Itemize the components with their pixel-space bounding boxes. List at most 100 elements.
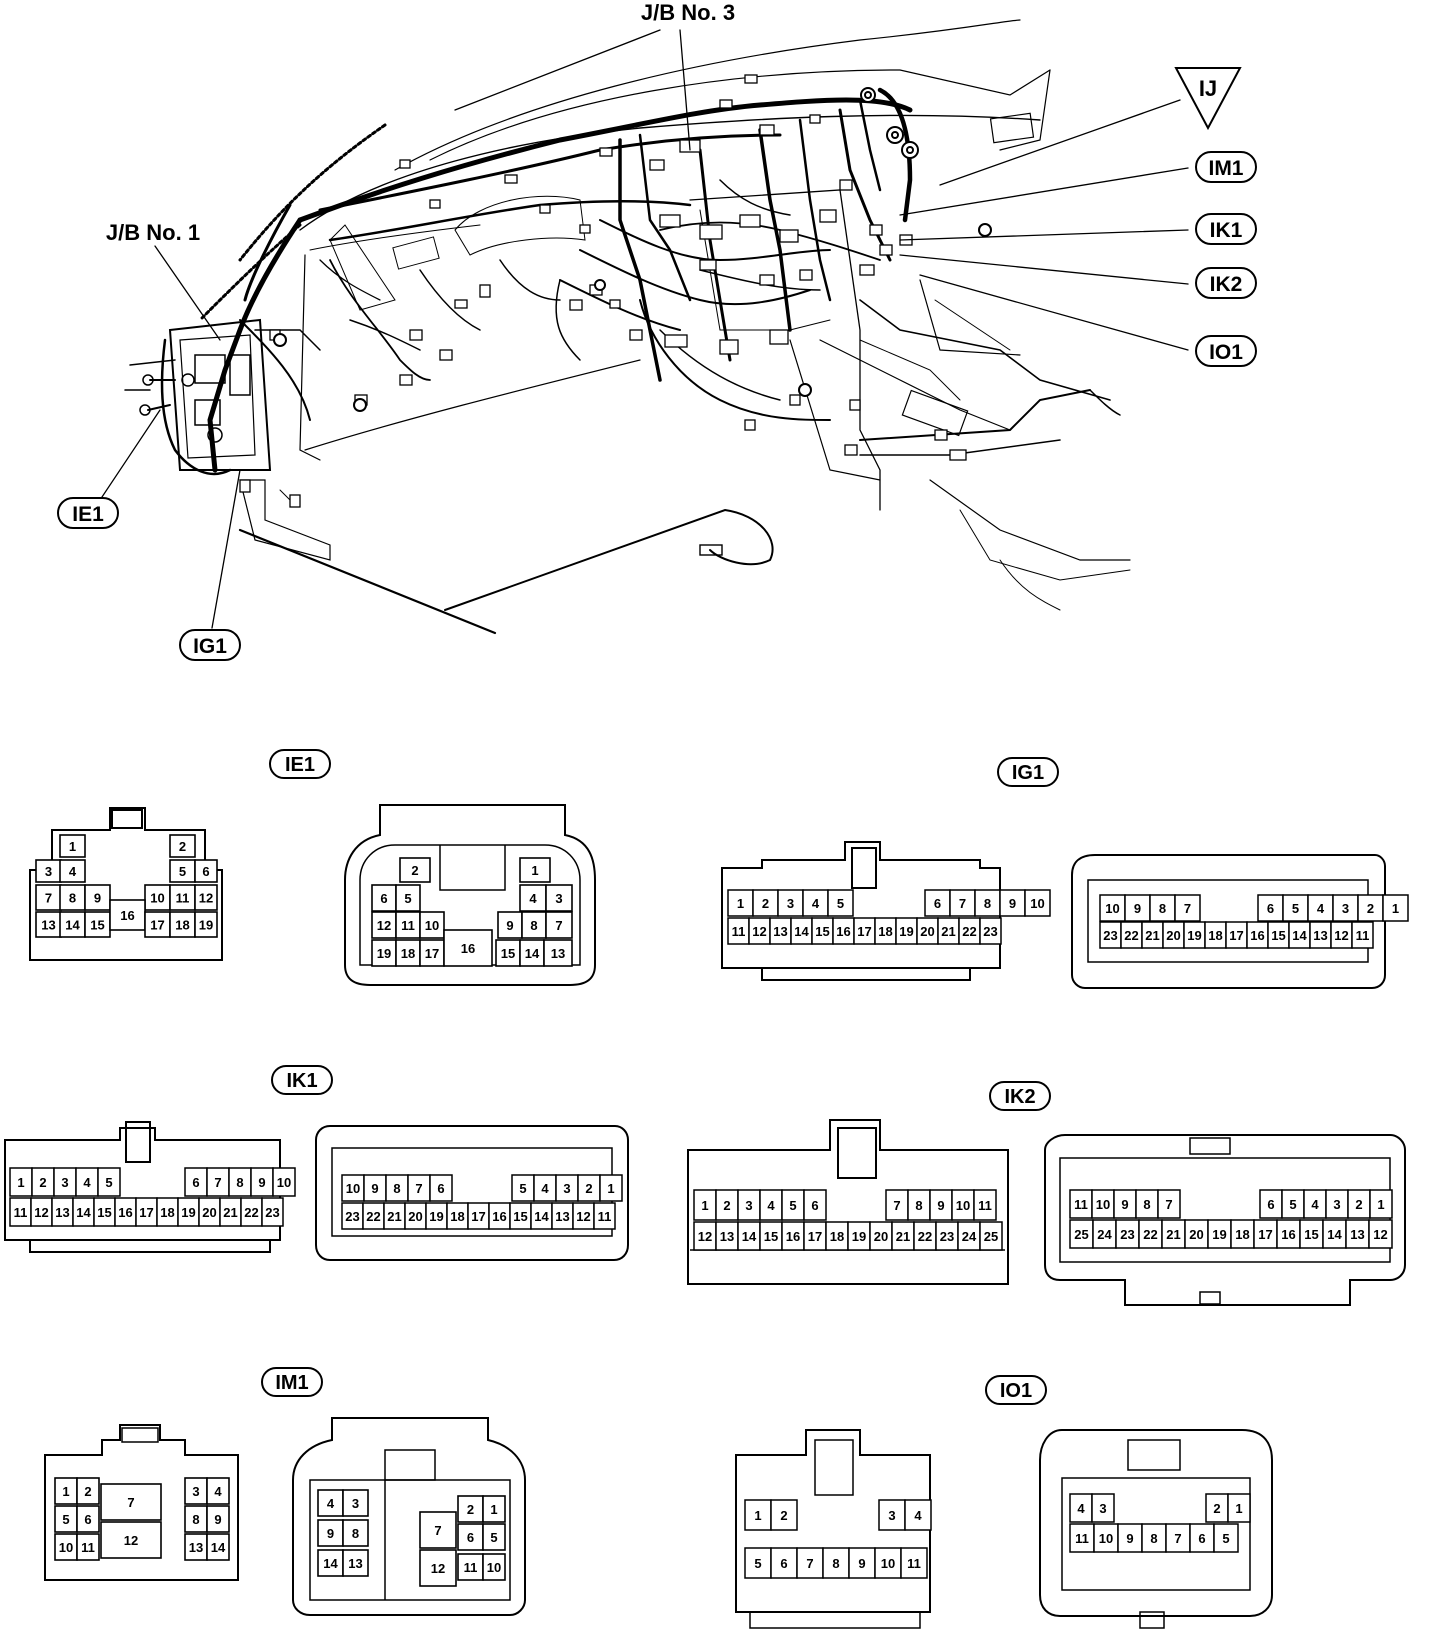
im1-left.pins-pin-11: 11	[76, 1533, 100, 1561]
svg-text:14: 14	[1327, 1227, 1342, 1242]
svg-text:19: 19	[1212, 1227, 1226, 1242]
io1-right-pin-9: 9	[1117, 1523, 1143, 1553]
svg-text:10: 10	[425, 918, 439, 933]
ik2-right-pin-25: 25	[1069, 1219, 1094, 1249]
svg-text:10: 10	[1105, 901, 1119, 916]
ig1-right-pin-3: 3	[1332, 894, 1359, 922]
svg-text:13: 13	[41, 918, 55, 933]
svg-text:4: 4	[1077, 1501, 1085, 1516]
im1-right.pins-pin-4: 4	[317, 1489, 344, 1517]
ik1-left-pin-8: 8	[228, 1167, 252, 1197]
ik2-right-pin-2: 2	[1347, 1189, 1371, 1219]
ik1-right-pin-4: 4	[533, 1174, 557, 1202]
svg-text:10: 10	[277, 1175, 291, 1190]
ig1-left-pin-13: 13	[769, 917, 792, 945]
svg-text:8: 8	[832, 1556, 839, 1571]
ig1-female-body	[1071, 854, 1386, 989]
svg-text:4: 4	[914, 1508, 922, 1523]
ij-label: IJ	[1199, 76, 1217, 101]
svg-text:2: 2	[1213, 1501, 1220, 1516]
ik2-right-pin-24: 24	[1092, 1219, 1117, 1249]
svg-text:9: 9	[1121, 1197, 1128, 1212]
ik1-left-pin-20: 20	[198, 1197, 221, 1227]
svg-text:17: 17	[808, 1229, 822, 1244]
svg-text:11: 11	[598, 1209, 612, 1224]
svg-text:12: 12	[431, 1561, 445, 1576]
svg-text:1: 1	[17, 1175, 24, 1190]
ig1-left-pin-4: 4	[802, 889, 829, 917]
im1-callout: IM1	[1195, 151, 1257, 183]
svg-text:1: 1	[62, 1484, 69, 1499]
ie1-right.pins-pin-18: 18	[395, 939, 421, 967]
ik1-left-pin-9: 9	[250, 1167, 274, 1197]
im1-right.pins-pin-6: 6	[457, 1523, 484, 1551]
svg-text:18: 18	[175, 918, 189, 933]
svg-text:20: 20	[1166, 928, 1180, 943]
svg-text:22: 22	[1143, 1227, 1157, 1242]
svg-text:3: 3	[352, 1496, 359, 1511]
ik1-right-pin-2: 2	[577, 1174, 601, 1202]
svg-text:5: 5	[105, 1175, 112, 1190]
ie1-right.pins-pin-10: 10	[419, 911, 445, 939]
ik1-left-pin-2: 2	[31, 1167, 55, 1197]
ik1-left-pin-4: 4	[75, 1167, 99, 1197]
svg-text:10: 10	[59, 1540, 73, 1555]
io1-right-pin-8: 8	[1141, 1523, 1167, 1553]
svg-text:4: 4	[1317, 901, 1325, 916]
ik1-left-pin-23: 23	[261, 1197, 284, 1227]
svg-text:8: 8	[530, 918, 537, 933]
ie1-female-body	[344, 804, 596, 986]
ik1-right-pin-15: 15	[509, 1202, 532, 1230]
ik2-right-pin-15: 15	[1299, 1219, 1324, 1249]
svg-text:18: 18	[1208, 928, 1222, 943]
svg-text:5: 5	[754, 1556, 761, 1571]
ie1-right.pins-pin-19: 19	[371, 939, 397, 967]
svg-text:1: 1	[1377, 1197, 1384, 1212]
svg-text:4: 4	[1311, 1197, 1319, 1212]
ik2-right-pin-12: 12	[1368, 1219, 1393, 1249]
svg-text:11: 11	[81, 1540, 95, 1555]
svg-text:4: 4	[767, 1198, 775, 1213]
ik2-left-pin-2: 2	[715, 1189, 739, 1221]
svg-text:3: 3	[1333, 1197, 1340, 1212]
ig1-right-pin-10: 10	[1099, 894, 1126, 922]
svg-text:10: 10	[1096, 1197, 1110, 1212]
ik2-left-pin-12: 12	[693, 1221, 717, 1251]
svg-text:5: 5	[1222, 1531, 1229, 1546]
ik1-right-pin-22: 22	[362, 1202, 385, 1230]
im1-right.pins-pin-1: 1	[482, 1495, 506, 1523]
ik1-left-pin-17: 17	[135, 1197, 158, 1227]
ie1-left.pins-pin-7: 7	[35, 884, 62, 911]
svg-text:19: 19	[181, 1205, 195, 1220]
svg-text:12: 12	[752, 924, 766, 939]
svg-text:13: 13	[720, 1229, 734, 1244]
io1-left-pin-8: 8	[822, 1547, 850, 1579]
svg-text:11: 11	[401, 918, 415, 933]
io1-left-pin-1: 1	[744, 1499, 772, 1531]
svg-text:3: 3	[61, 1175, 68, 1190]
ik2-left-pin-3: 3	[737, 1189, 761, 1221]
ig1-right-pin-18: 18	[1204, 921, 1227, 949]
ig1-left-pin-2: 2	[752, 889, 779, 917]
ik2-right-pin-16: 16	[1276, 1219, 1301, 1249]
ik1-left-pin-14: 14	[72, 1197, 95, 1227]
ie1-right.pins-pin-14: 14	[519, 939, 545, 967]
svg-text:20: 20	[920, 924, 934, 939]
ig1-right-pin-1: 1	[1382, 894, 1409, 922]
ig1-callout: IG1	[179, 629, 241, 661]
io1-female-body	[1039, 1429, 1273, 1617]
io1-male-body	[735, 1429, 931, 1613]
svg-text:17: 17	[1229, 928, 1243, 943]
im1-label: IM1	[1208, 157, 1243, 180]
svg-text:5: 5	[62, 1512, 69, 1527]
ig1-left-pin-9: 9	[999, 889, 1026, 917]
ie1-label: IE1	[72, 503, 104, 526]
svg-text:9: 9	[94, 891, 101, 906]
svg-text:18: 18	[830, 1229, 844, 1244]
svg-text:18: 18	[1235, 1227, 1249, 1242]
ik2-left-pin-21: 21	[891, 1221, 915, 1251]
svg-text:13: 13	[189, 1540, 203, 1555]
svg-text:23: 23	[1103, 928, 1117, 943]
svg-text:10: 10	[956, 1198, 970, 1213]
ik1-left-pin-15: 15	[93, 1197, 116, 1227]
